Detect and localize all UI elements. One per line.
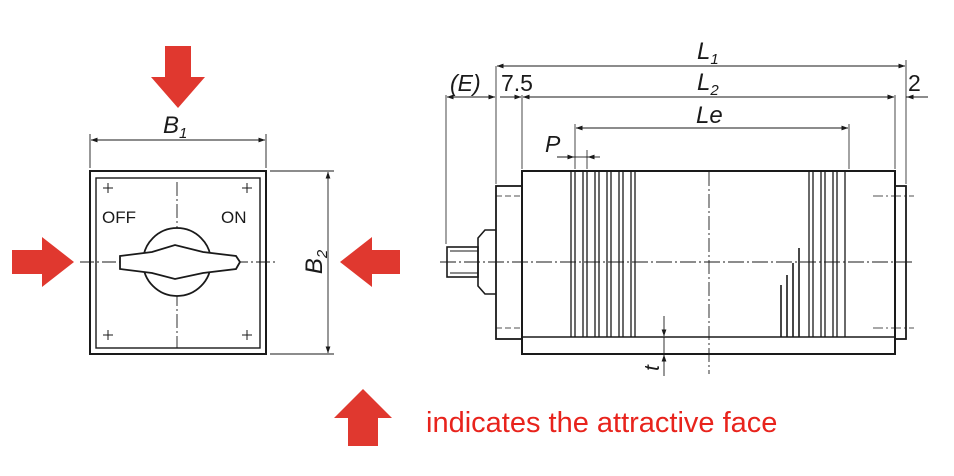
front-view [80,134,334,355]
switch-lever [119,244,242,280]
legend-arrow-up-icon [334,389,392,446]
left-end-cap [495,185,523,340]
offset-label: 7.5 [501,70,533,96]
arrow-right-icon [12,237,74,287]
e-label: (E) [450,70,481,96]
pole-plates-right [808,171,846,337]
arrow-down-icon [151,46,205,108]
end-offset-label: 2 [908,70,921,96]
front-body-outer [89,170,267,355]
l2-label: L2 [697,69,719,99]
t-label: t [641,364,664,371]
b1-label: B1 [163,112,187,142]
corner-screw-marks [103,183,252,340]
off-label: OFF [102,208,136,227]
b2-label: B2 [301,249,331,274]
le-label: Le [696,102,723,129]
on-label: ON [221,208,247,227]
arrow-left-icon [340,237,400,287]
pole-plates-left [570,171,636,337]
l1-label: L1 [697,38,719,68]
omitted-plates-mark [780,248,800,337]
p-label: P [545,131,561,157]
attractive-face-legend: indicates the attractive face [426,407,778,439]
front-body-inner [95,177,261,349]
side-body [521,170,896,355]
right-end-cap [894,185,907,340]
attractive-face-arrows [12,46,400,446]
side-view [440,60,928,376]
